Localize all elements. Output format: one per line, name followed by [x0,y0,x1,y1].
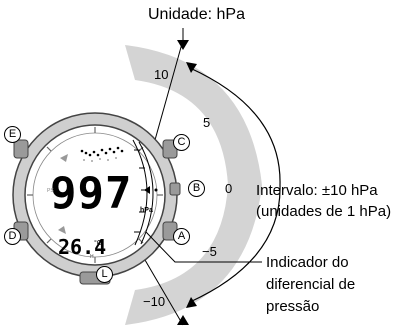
pressure-graph-icon [80,146,124,157]
temperature-unit: °C [94,240,102,247]
bottom-arrow-icon [177,315,189,325]
scale-plus-5: 5 [203,115,211,130]
range-label: Intervalo: ±10 hPa [256,182,378,199]
ps-mark: PS [47,188,54,194]
pressure-readout: 997 [50,168,133,219]
indicator-label-line3: pressão [266,298,320,315]
unit-label: Unidade: hPa [148,6,245,23]
scale-minus-5: −5 [202,244,217,259]
button-e-label: E [4,126,21,143]
range-units-label: (unidades de 1 hPa) [256,203,392,220]
scale-minus-10: −10 [143,294,166,309]
scale-plus-10: 10 [154,67,169,82]
pressure-unit: hPa [140,207,153,214]
top-arrow-icon [177,40,189,50]
button-c-label: C [173,134,190,151]
indicator-label-line1: Indicador do [266,254,349,271]
button-a-label: A [173,228,190,245]
range-arrow-up [186,62,197,73]
indicator-label-line2: diferencial de [266,276,356,293]
mode-mark: H [90,254,94,260]
indicator-leader-line [145,231,262,263]
range-arrow-down [186,297,197,308]
zero-marker-icon [144,186,150,194]
range-arc [189,67,281,303]
temperature-readout: 26.4 [58,235,107,259]
button-b-label: B [188,180,205,197]
button-l-label: L [96,266,113,283]
button-d-label: D [4,228,21,245]
axis-line-lower [137,247,184,326]
scale-band [125,45,262,325]
scale-zero: 0 [225,181,233,196]
